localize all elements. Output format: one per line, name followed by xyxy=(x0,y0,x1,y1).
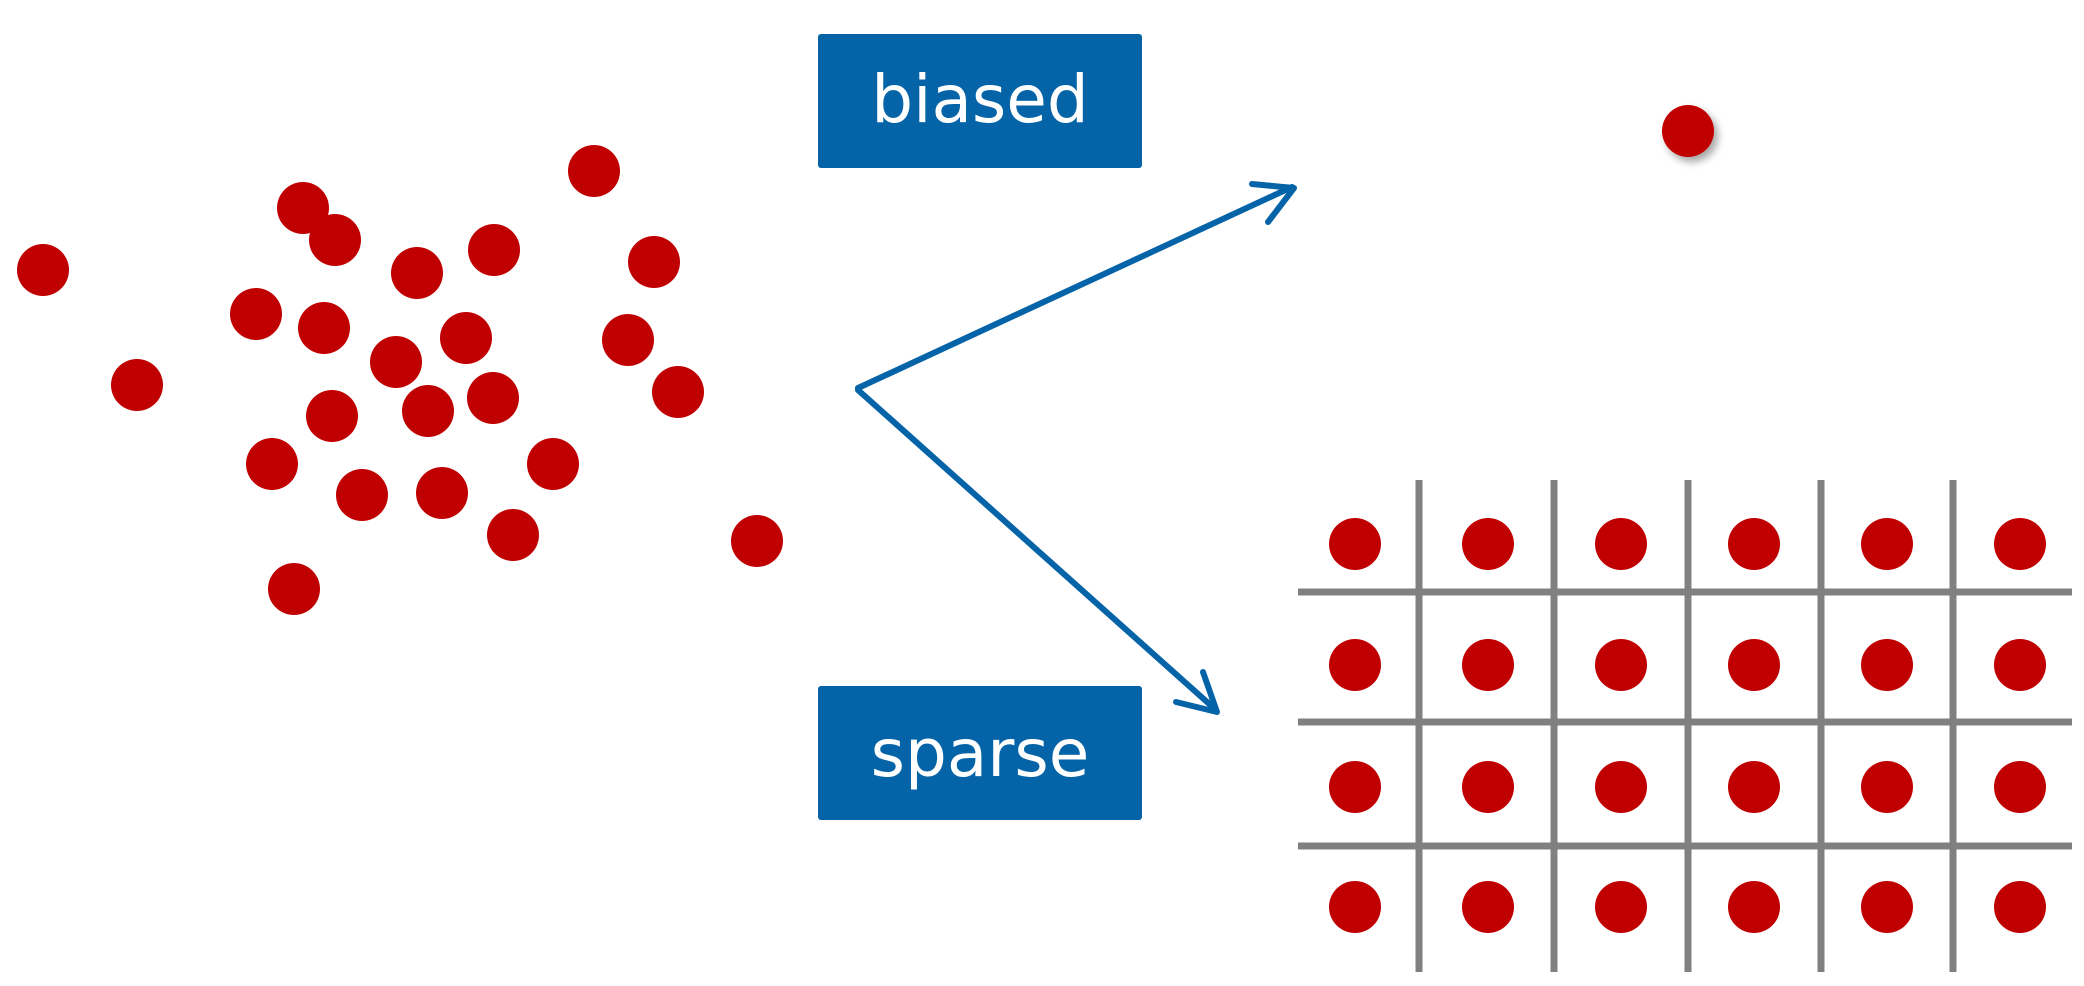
grid-point xyxy=(1462,881,1514,933)
sparse-label-box xyxy=(818,686,1142,820)
point xyxy=(277,182,329,234)
grid-point xyxy=(1728,761,1780,813)
grid-point xyxy=(1861,518,1913,570)
sparse-grid xyxy=(1298,480,2072,972)
point xyxy=(568,145,620,197)
sparse-arrow-head xyxy=(1173,669,1220,715)
biased-arrow-shaft xyxy=(855,184,1295,391)
grid-point xyxy=(1994,761,2046,813)
grid-point xyxy=(1728,881,1780,933)
point xyxy=(336,469,388,521)
point xyxy=(391,247,443,299)
grid-point xyxy=(1462,639,1514,691)
point xyxy=(402,385,454,437)
grid-point xyxy=(1329,881,1381,933)
biased-arrow-head xyxy=(1249,181,1297,225)
point xyxy=(246,438,298,490)
sparse-label-text: sparse xyxy=(871,715,1090,792)
grid-point xyxy=(1462,518,1514,570)
grid-point xyxy=(1861,761,1913,813)
grid-point xyxy=(1728,639,1780,691)
point xyxy=(370,336,422,388)
grid-point xyxy=(1861,639,1913,691)
grid-point xyxy=(1595,518,1647,570)
point xyxy=(309,214,361,266)
point xyxy=(111,359,163,411)
biased-label-box xyxy=(818,34,1142,168)
sparse-grid-points xyxy=(1329,518,2046,933)
grid-point xyxy=(1329,761,1381,813)
sparse-arrow xyxy=(855,387,1220,715)
point xyxy=(230,288,282,340)
point xyxy=(268,563,320,615)
biased-sample-point xyxy=(1662,105,1714,157)
point xyxy=(628,236,680,288)
grid-point xyxy=(1595,881,1647,933)
grid-point xyxy=(1994,518,2046,570)
grid-point xyxy=(1329,639,1381,691)
grid-point xyxy=(1861,881,1913,933)
grid-point xyxy=(1329,518,1381,570)
biased-label: biased xyxy=(818,34,1142,168)
sparse-arrow-shaft xyxy=(855,387,1219,713)
point xyxy=(416,467,468,519)
point xyxy=(467,372,519,424)
grid-point xyxy=(1595,761,1647,813)
point xyxy=(17,244,69,296)
grid-point xyxy=(1462,761,1514,813)
grid-point xyxy=(1994,881,2046,933)
point xyxy=(306,390,358,442)
point xyxy=(487,509,539,561)
point xyxy=(602,314,654,366)
sparse-label: sparse xyxy=(818,686,1142,820)
scattered-points-group xyxy=(17,145,783,615)
point xyxy=(652,366,704,418)
biased-label-text: biased xyxy=(871,61,1089,138)
point xyxy=(731,515,783,567)
grid-point xyxy=(1595,639,1647,691)
grid-point xyxy=(1994,639,2046,691)
point xyxy=(298,302,350,354)
point xyxy=(440,312,492,364)
point xyxy=(527,438,579,490)
point xyxy=(468,224,520,276)
biased-arrow xyxy=(855,181,1297,391)
grid-point xyxy=(1728,518,1780,570)
